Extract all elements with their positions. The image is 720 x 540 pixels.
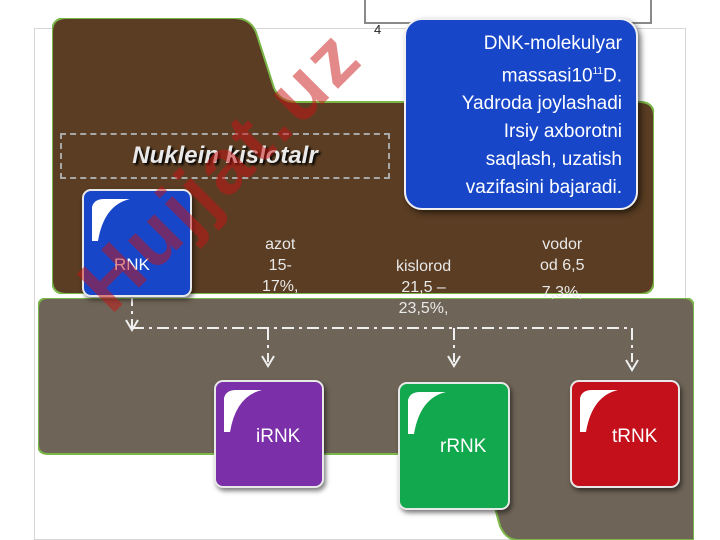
info-line: Irsiy axborotni <box>503 121 622 143</box>
info-line: saqlash, uzatish <box>485 149 622 171</box>
trnk-card: tRNK <box>570 380 680 488</box>
card-gloss-icon <box>92 199 130 241</box>
dna-info-box: DNK-molekulyar massasi1011D. Yadroda joy… <box>404 18 638 210</box>
card-gloss-icon <box>224 390 262 432</box>
card-gloss-icon <box>580 390 618 432</box>
info-line: Yadroda joylashadi <box>461 93 622 115</box>
title-box: Nuklein kislotalr <box>60 133 390 179</box>
info-line: vazifasini bajaradi. <box>465 177 622 199</box>
folder-back-shape <box>52 18 654 294</box>
info-line: DNK-molekulyar <box>483 33 622 54</box>
irnk-card: iRNK <box>214 380 324 488</box>
slide-number: 4 <box>374 22 382 37</box>
rnk-card: RNK <box>82 189 192 297</box>
info-exponent: 11 <box>592 66 603 77</box>
trnk-label: tRNK <box>612 426 658 447</box>
rrnk-card: rRNK <box>398 382 510 510</box>
irnk-label: iRNK <box>256 426 301 447</box>
info-unit: D. <box>603 65 622 87</box>
rnk-label: RNK <box>114 255 150 274</box>
info-line-mass: massasi1011D. <box>501 65 622 87</box>
rrnk-label: rRNK <box>440 436 487 457</box>
card-gloss-icon <box>408 392 446 434</box>
page-title: Nuklein kislotalr <box>132 142 318 169</box>
